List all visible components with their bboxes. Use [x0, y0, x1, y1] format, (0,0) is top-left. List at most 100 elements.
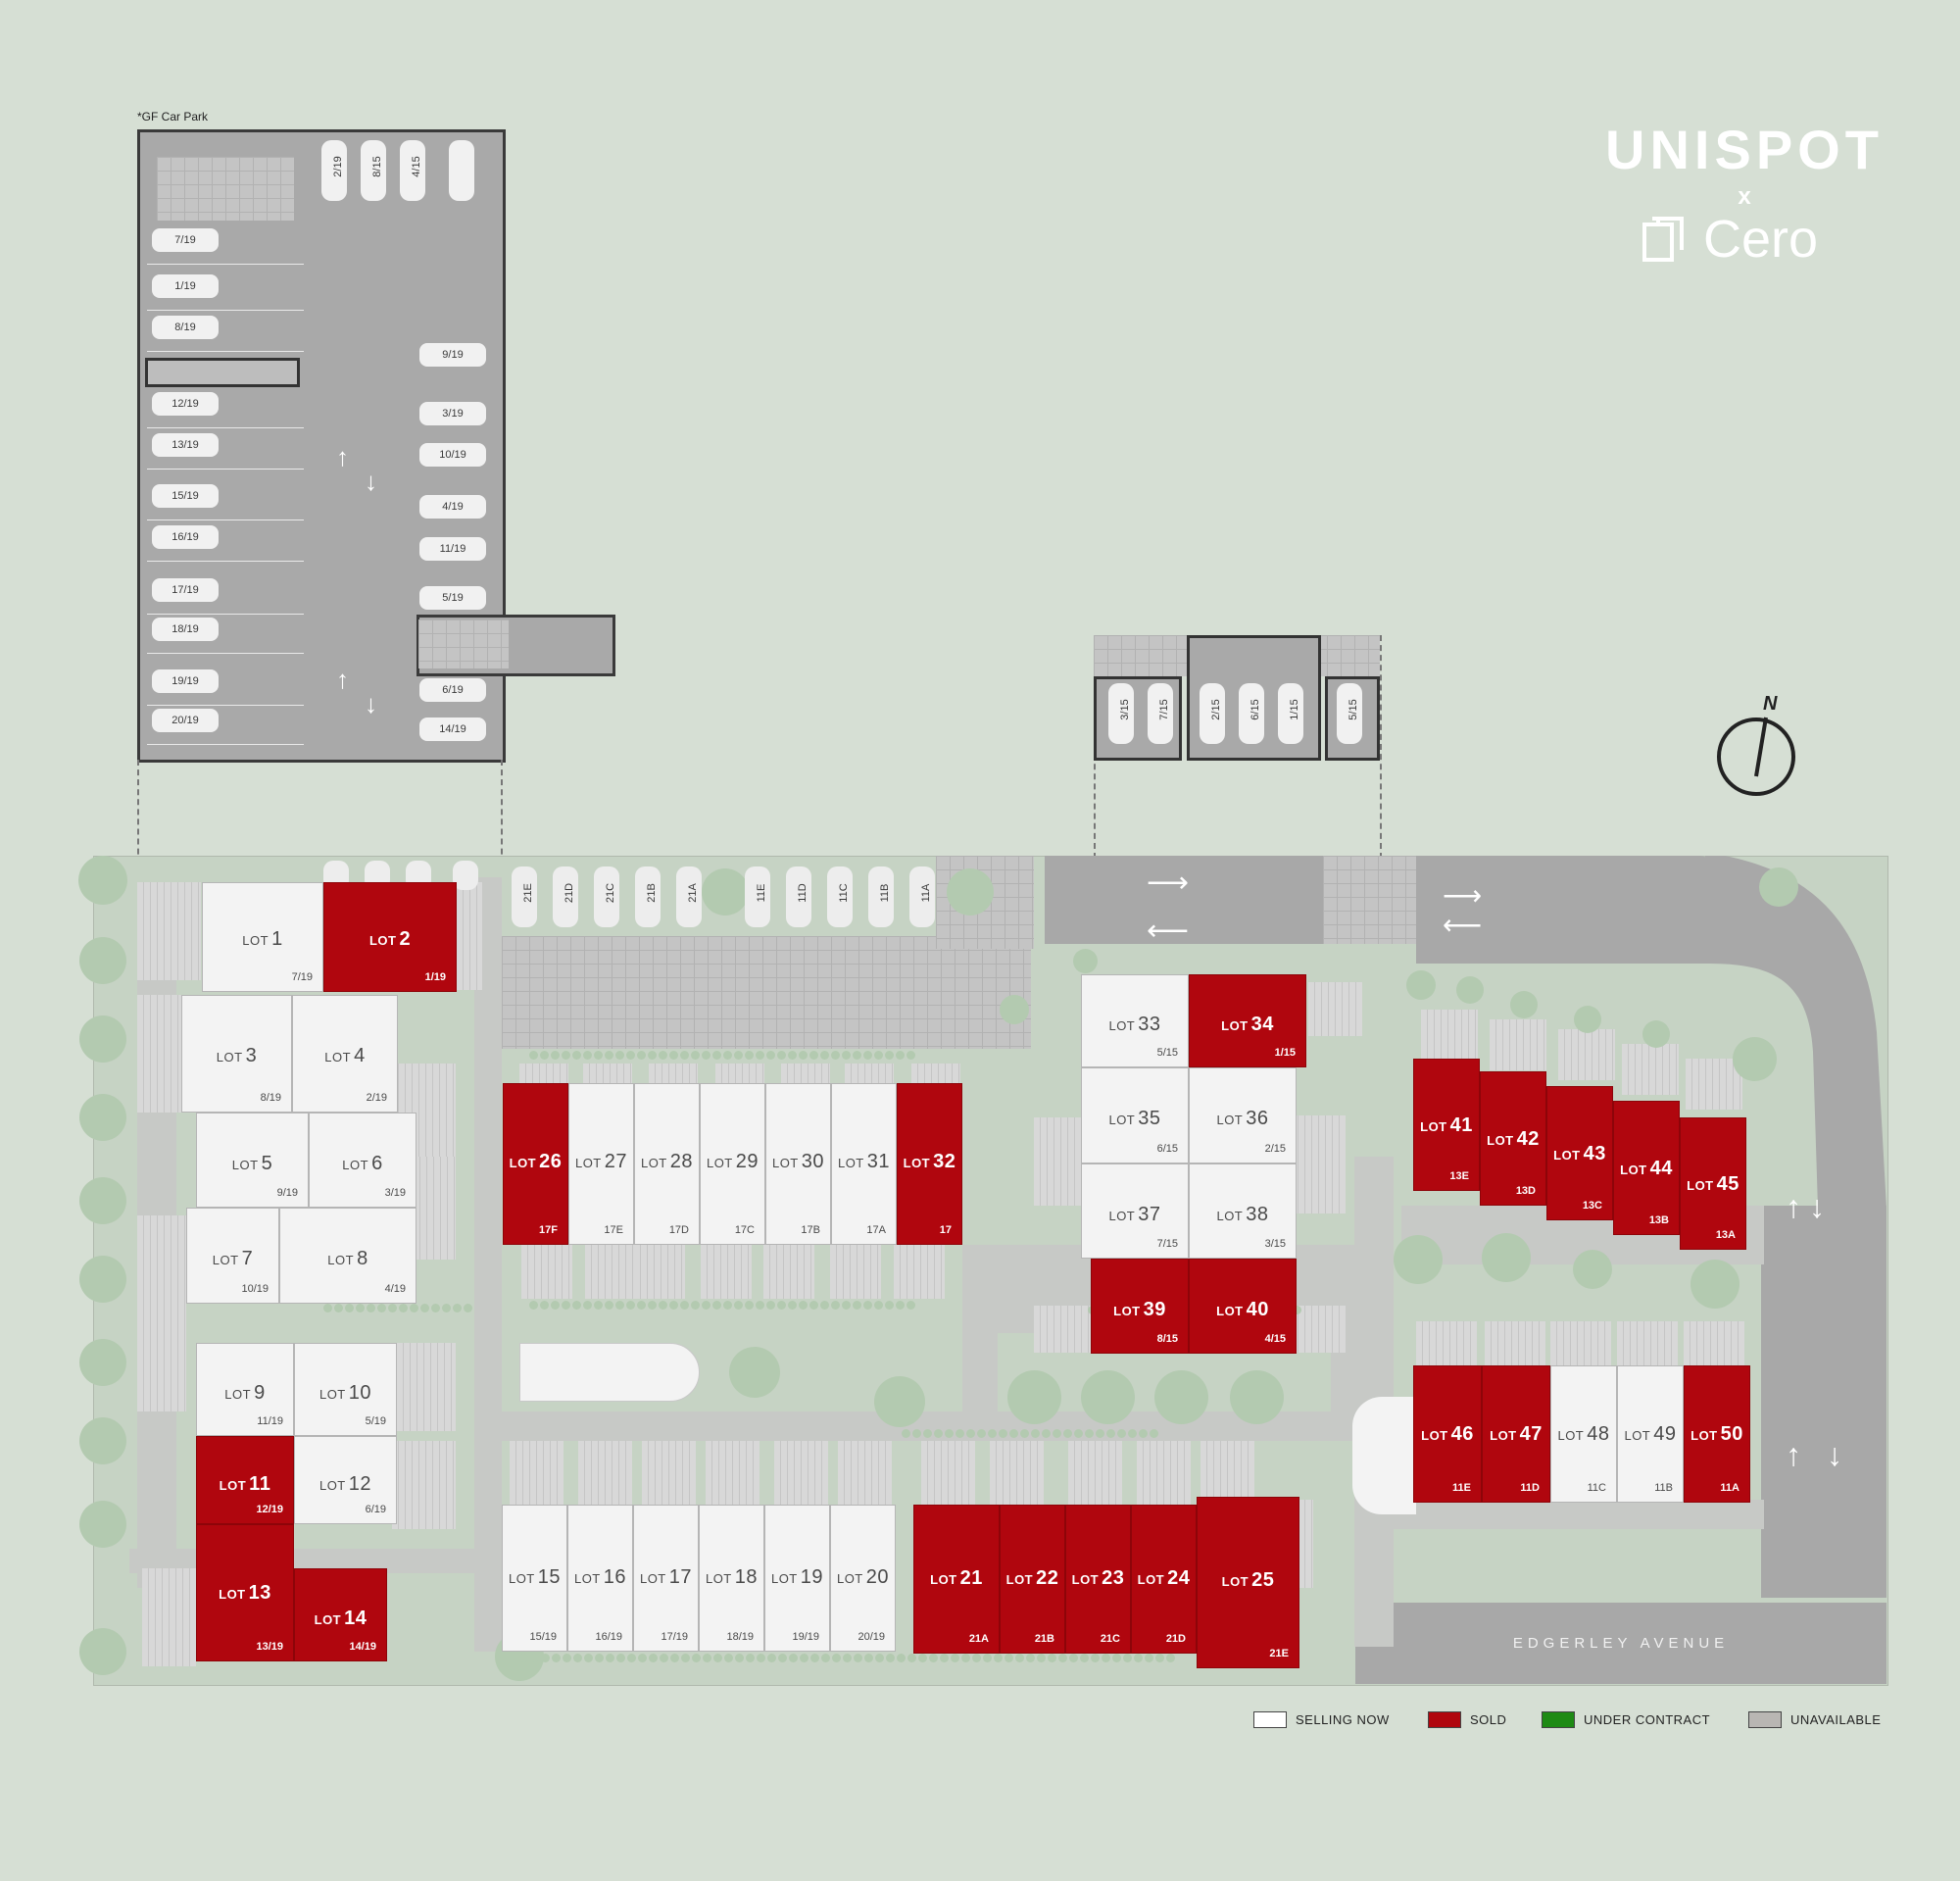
lot-prefix: LOT	[1071, 1572, 1100, 1587]
hedge-icon	[756, 1051, 764, 1060]
tree-icon	[729, 1347, 780, 1398]
lot-prefix: LOT	[1113, 1303, 1141, 1318]
hedge-icon	[994, 1654, 1003, 1662]
lot-prefix: LOT	[212, 1253, 239, 1268]
car-space: 1/19	[152, 274, 219, 298]
car-space-label: 11B	[879, 883, 891, 903]
lot-sub-number: 21E	[1269, 1648, 1289, 1659]
kerb-island	[1352, 1397, 1416, 1514]
tree-icon	[79, 1256, 126, 1303]
hedge-icon	[453, 1304, 462, 1312]
garage-strip	[1490, 1019, 1546, 1070]
car-space-label: 6/15	[1250, 699, 1261, 720]
lot-number: 21	[959, 1567, 983, 1589]
hedge-icon	[1009, 1429, 1018, 1438]
hedge-icon	[616, 1654, 625, 1662]
road-arrow-up-r: ↑	[1786, 1189, 1801, 1224]
hedge-icon	[627, 1654, 636, 1662]
hedge-icon	[680, 1301, 689, 1310]
hedge-icon	[702, 1301, 710, 1310]
lot-prefix: LOT	[216, 1049, 243, 1064]
tree-icon	[79, 1501, 126, 1548]
car-space: 7/15	[1148, 683, 1173, 744]
lot-prefix: LOT	[1216, 1113, 1244, 1128]
hedge-icon	[680, 1051, 689, 1060]
hedge-icon	[1037, 1654, 1046, 1662]
hedge-icon	[831, 1051, 840, 1060]
lot-number: 1	[271, 928, 283, 951]
hedge-icon	[649, 1654, 658, 1662]
tree-icon	[1406, 970, 1436, 1000]
hedge-icon	[863, 1051, 872, 1060]
car-space-label: 3/15	[1119, 699, 1131, 720]
lot-sub-number: 6/19	[365, 1504, 386, 1515]
lot-sub-number: 11D	[1520, 1482, 1540, 1494]
hedge-icon	[572, 1051, 581, 1060]
lot-number: 40	[1246, 1298, 1269, 1320]
hedge-icon	[637, 1301, 646, 1310]
hedge-icon	[605, 1051, 613, 1060]
lot-sub-number: 12/19	[256, 1504, 283, 1515]
garage-strip	[781, 1064, 830, 1083]
